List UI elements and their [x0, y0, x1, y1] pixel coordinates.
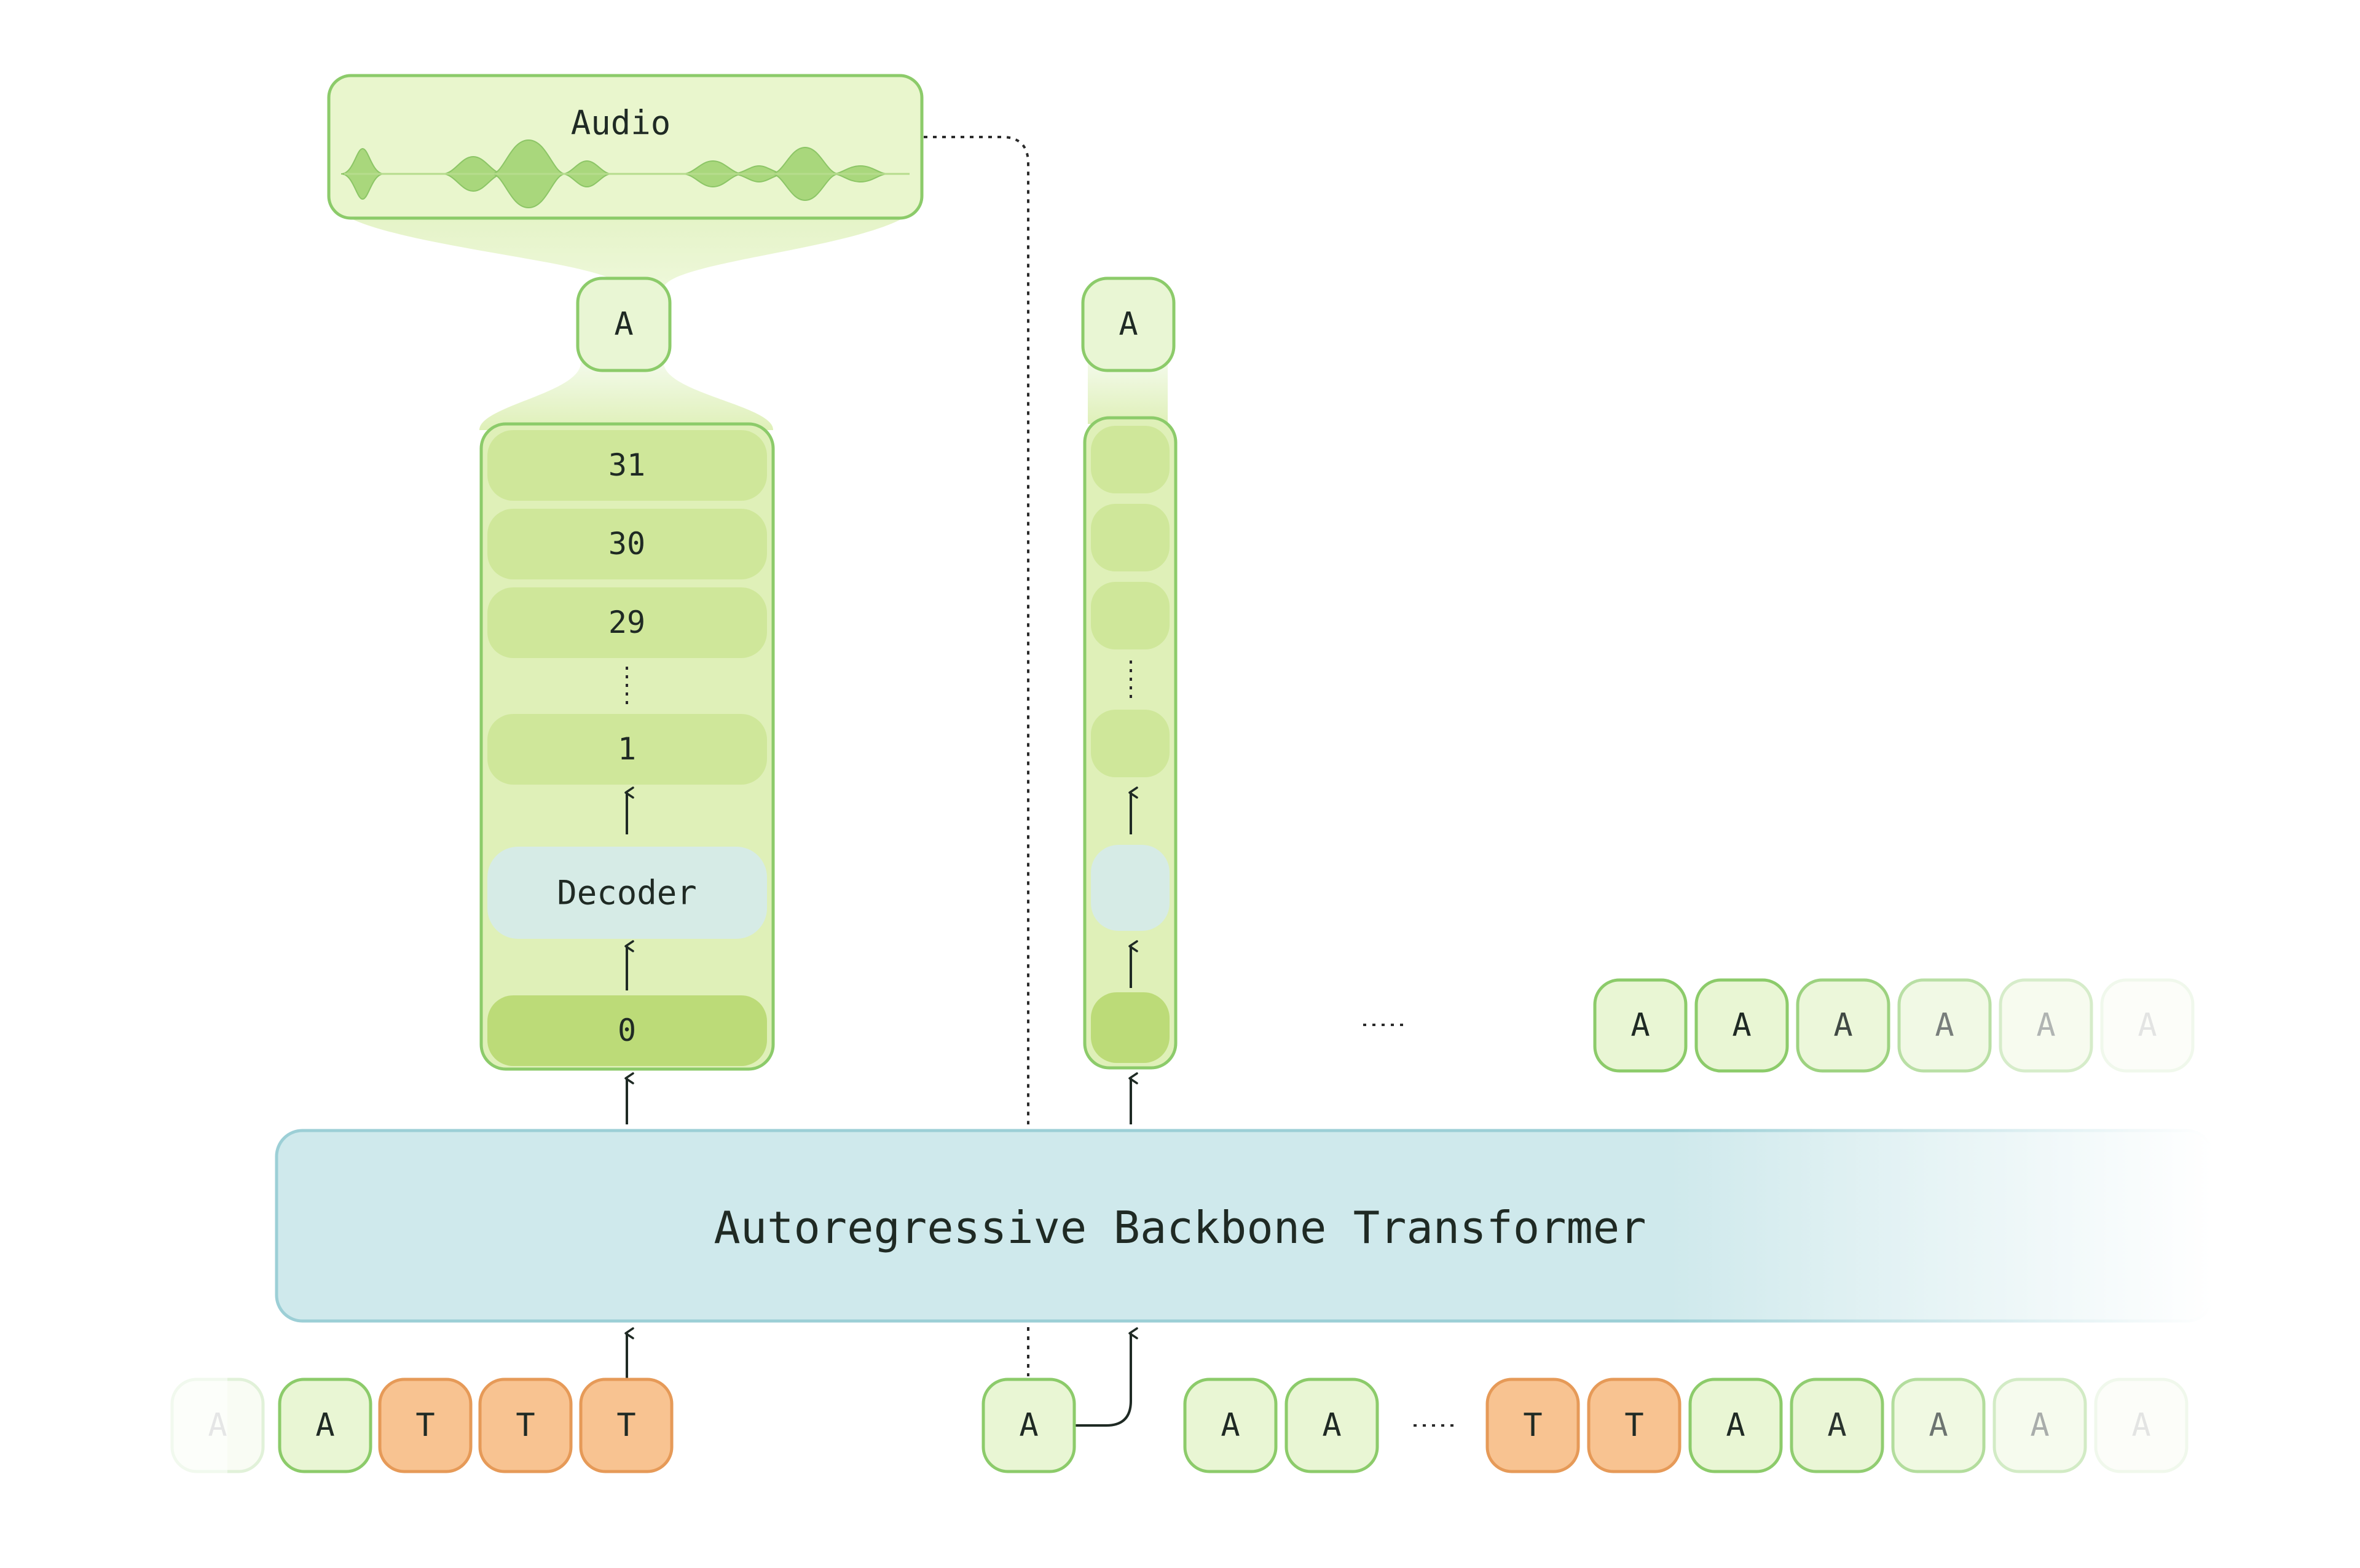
level-0-label: 0 — [618, 1013, 636, 1048]
level-1-label: 1 — [618, 731, 636, 767]
column-neck — [479, 363, 774, 430]
input-token-row-left: A A T T T — [160, 1373, 674, 1478]
feed-arrow-icon — [1076, 1327, 1138, 1427]
level-29-label: 29 — [608, 605, 645, 640]
decoder-column: A 31 30 29 1 Decoder 0 — [479, 276, 775, 1071]
audio-label: Audio — [571, 104, 671, 143]
column-output-token-label: A — [614, 306, 633, 343]
decoder-block — [487, 847, 767, 939]
input-token: A — [2094, 1378, 2189, 1473]
input-token-row-right: A A T T A A A A — [1183, 1378, 2189, 1473]
output-token: A — [1593, 978, 1688, 1073]
output-token-label: A — [2036, 1007, 2055, 1044]
feed-input-token-label: A — [1019, 1407, 1038, 1444]
column-output-token — [576, 276, 672, 372]
input-token: A — [1790, 1378, 1884, 1473]
input-token-label: A — [1221, 1407, 1240, 1444]
input-token: A — [278, 1378, 372, 1473]
audio-output-block: Audio — [327, 74, 924, 289]
input-token-label: A — [1827, 1407, 1846, 1444]
text-token: T — [1485, 1378, 1580, 1473]
input-token: A — [1992, 1378, 2087, 1473]
output-token-row: A A A A A A — [1593, 978, 2195, 1073]
second-level-b — [1091, 504, 1170, 571]
second-column-output-token-label: A — [1119, 306, 1138, 343]
input-token-label: A — [2030, 1407, 2049, 1444]
text-token-label: T — [415, 1407, 435, 1444]
second-level-zero — [1091, 992, 1170, 1063]
audio-box — [327, 74, 924, 220]
level-30 — [487, 509, 767, 579]
text-token-label: T — [1624, 1407, 1643, 1444]
output-token-label: A — [1935, 1007, 1954, 1044]
level-29 — [487, 587, 767, 658]
dotted-connector-icon — [924, 136, 1029, 1124]
output-token: A — [1796, 978, 1890, 1073]
text-token-label: T — [616, 1407, 635, 1444]
level-1 — [487, 714, 767, 785]
level-0 — [487, 995, 767, 1066]
level-30-label: 30 — [608, 526, 645, 562]
output-token-label: A — [1833, 1007, 1852, 1044]
input-token: A — [1891, 1378, 1986, 1473]
output-token: A — [1694, 978, 1789, 1073]
second-column: A — [1081, 276, 1178, 1070]
output-token-label: A — [1732, 1007, 1751, 1044]
input-token-label: A — [2131, 1407, 2150, 1444]
second-decoder-block — [1091, 845, 1170, 931]
second-level-d — [1091, 710, 1170, 777]
output-token-label: A — [2138, 1007, 2157, 1044]
backbone-label: Autoregressive Backbone Transformer — [714, 1202, 1646, 1253]
decoder-label: Decoder — [557, 874, 697, 912]
input-token-label: A — [315, 1407, 334, 1444]
output-token-label: A — [1630, 1007, 1650, 1044]
second-column-neck — [1088, 363, 1168, 424]
second-column-output-token — [1081, 276, 1176, 372]
input-token-label: A — [1929, 1407, 1948, 1444]
backbone-transformer — [275, 1129, 2214, 1323]
text-token: T — [378, 1378, 473, 1473]
text-token: T — [579, 1378, 674, 1473]
input-token-label: A — [1726, 1407, 1745, 1444]
text-token-label: T — [516, 1407, 535, 1444]
second-level-a — [1091, 426, 1170, 493]
input-token-label: A — [1322, 1407, 1341, 1444]
output-token: A — [1999, 978, 2093, 1073]
text-token: T — [478, 1378, 573, 1473]
text-token: T — [1587, 1378, 1682, 1473]
waveform-icon — [340, 139, 910, 209]
text-token-label: T — [1523, 1407, 1542, 1444]
output-token: A — [1897, 978, 1992, 1073]
input-token: A — [1183, 1378, 1278, 1473]
input-token: A — [1284, 1378, 1379, 1473]
output-token: A — [2100, 978, 2195, 1073]
feed-input-token: A — [981, 1378, 1076, 1473]
level-31 — [487, 430, 767, 501]
left-fade-mask — [160, 1373, 227, 1478]
second-level-c — [1091, 582, 1170, 649]
input-token: A — [1688, 1378, 1783, 1473]
level-31-label: 31 — [608, 447, 645, 483]
